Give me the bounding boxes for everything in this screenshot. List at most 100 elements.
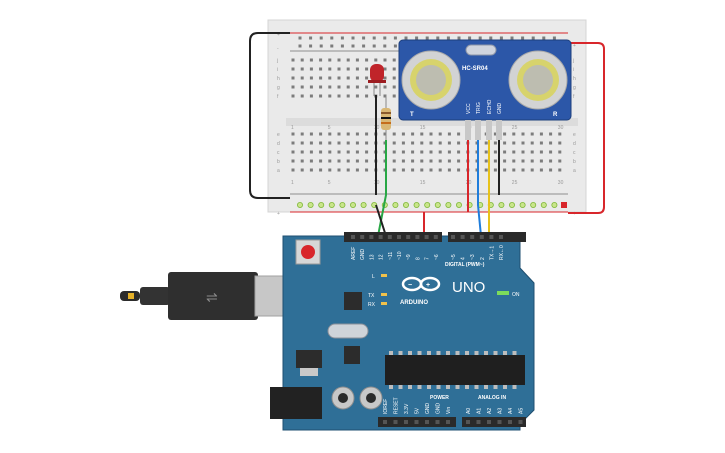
header-pin[interactable] — [499, 235, 503, 239]
header-pin[interactable] — [383, 420, 387, 424]
rail-hole-active — [328, 201, 335, 208]
breadboard-hole — [392, 141, 396, 145]
header-pin[interactable] — [497, 420, 502, 424]
breadboard-hole — [383, 58, 387, 62]
breadboard-hole — [319, 132, 323, 136]
breadboard-hole — [392, 159, 396, 163]
breadboard-hole — [411, 159, 415, 163]
top-pin-label: ~5 — [451, 254, 457, 260]
usb-cable[interactable]: ⇌ — [120, 272, 296, 320]
rail-hole — [372, 36, 376, 40]
header-pin[interactable] — [415, 235, 420, 239]
row-letter: i — [573, 67, 574, 73]
header-pin[interactable] — [387, 235, 392, 239]
header-pin[interactable] — [489, 235, 494, 239]
wire-red-right-loop[interactable] — [568, 42, 605, 214]
breadboard-hole — [365, 67, 369, 71]
header-pin[interactable] — [487, 420, 491, 424]
header-pin[interactable] — [369, 235, 374, 239]
led[interactable] — [368, 64, 386, 96]
rail-hole — [468, 36, 472, 40]
chip-leg — [389, 351, 393, 355]
header-pin[interactable] — [393, 420, 398, 424]
header-pin[interactable] — [378, 235, 383, 239]
rail-hole — [531, 36, 535, 40]
header-pin[interactable] — [470, 235, 475, 239]
breadboard-hole — [337, 150, 341, 154]
breadboard-hole — [309, 94, 313, 98]
breadboard-hole — [512, 159, 516, 163]
rail-hole — [499, 36, 503, 40]
header-pin[interactable] — [460, 235, 465, 239]
breadboard-hole — [300, 150, 304, 154]
breadboard-hole — [493, 159, 497, 163]
header-pin[interactable] — [508, 420, 512, 424]
power-pin-label: GND — [436, 403, 442, 415]
header-pin[interactable] — [466, 420, 470, 424]
row-letter: j — [572, 58, 574, 64]
breadboard-hole — [392, 76, 396, 80]
chip-leg — [512, 351, 517, 355]
row-letter: c — [573, 150, 576, 156]
rail-hole — [309, 44, 313, 48]
row-letter: d — [277, 141, 280, 147]
breadboard-hole — [493, 132, 497, 136]
breadboard-hole — [383, 132, 387, 136]
header-pin[interactable] — [406, 235, 411, 239]
rail-hole — [542, 36, 546, 40]
breadboard-hole — [365, 85, 369, 89]
reset-button[interactable] — [301, 245, 315, 259]
power-label: POWER — [430, 395, 449, 401]
header-pin[interactable] — [351, 235, 355, 239]
rx-label: RX — [368, 302, 376, 308]
top-pin-label: 7 — [425, 257, 431, 260]
breadboard-hole — [291, 67, 295, 71]
header-pin[interactable] — [451, 235, 455, 239]
chip-leg — [503, 385, 507, 389]
wire-blue-trig[interactable] — [477, 140, 482, 237]
breadboard-hole — [429, 168, 433, 172]
header-pin[interactable] — [425, 420, 429, 424]
header-pin[interactable] — [397, 235, 401, 239]
breadboard-hole — [309, 159, 313, 163]
breadboard-hole — [309, 58, 313, 62]
breadboard-hole — [309, 85, 313, 89]
header-pin[interactable] — [476, 420, 481, 424]
header-pin[interactable] — [404, 420, 408, 424]
rail-hole — [298, 36, 302, 40]
breadboard-hole — [355, 58, 359, 62]
rx-led — [381, 302, 387, 305]
breadboard-hole — [346, 85, 350, 89]
resistor[interactable] — [381, 95, 391, 140]
chip-leg — [474, 351, 479, 355]
rail-hole — [415, 36, 419, 40]
header-pin[interactable] — [435, 420, 440, 424]
rail-hole-active — [498, 201, 505, 208]
rail-hole-active — [455, 201, 462, 208]
header-pin[interactable] — [518, 420, 523, 424]
breadboard-hole — [383, 67, 387, 71]
chip-leg — [465, 351, 469, 355]
rail-hole-active — [508, 201, 515, 208]
header-pin[interactable] — [479, 235, 484, 239]
column-number: 25 — [512, 125, 518, 131]
header-pin[interactable] — [446, 420, 450, 424]
header-pin[interactable] — [360, 235, 365, 239]
breadboard-hole — [549, 168, 553, 172]
power-pin-label: IOREF — [383, 399, 389, 414]
header-pin[interactable] — [433, 235, 438, 239]
small-chip — [344, 346, 360, 364]
rail-end-marker — [561, 202, 567, 208]
breadboard-hole — [447, 132, 451, 136]
wire-black-gnd-arduino[interactable] — [375, 204, 387, 237]
chip-leg — [417, 385, 422, 389]
rail-hole — [330, 44, 334, 48]
header-pin[interactable] — [424, 235, 429, 239]
wire-black-left-loop[interactable] — [249, 32, 290, 199]
chip-leg — [484, 385, 488, 389]
breadboard-hole — [291, 58, 295, 62]
analog-pin-label: A4 — [508, 408, 514, 414]
header-pin[interactable] — [414, 420, 419, 424]
